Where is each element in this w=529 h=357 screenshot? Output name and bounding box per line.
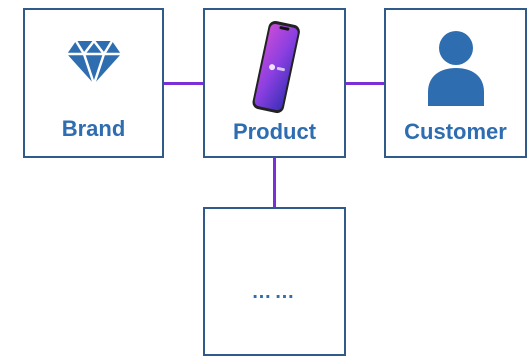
connector-product-customer [345,82,385,85]
customer-label: Customer [404,119,507,144]
product-node: Product [203,8,346,158]
connector-product-more [273,157,276,208]
person-icon [428,31,484,106]
diamond-icon [67,39,121,85]
brand-node: Brand [23,8,164,158]
customer-node: Customer [384,8,527,158]
more-node: …… [203,207,346,356]
brand-label: Brand [61,116,126,141]
product-label: Product [232,119,317,144]
connector-brand-product [163,82,204,85]
more-label: …… [251,281,298,303]
phone-icon [252,20,300,114]
